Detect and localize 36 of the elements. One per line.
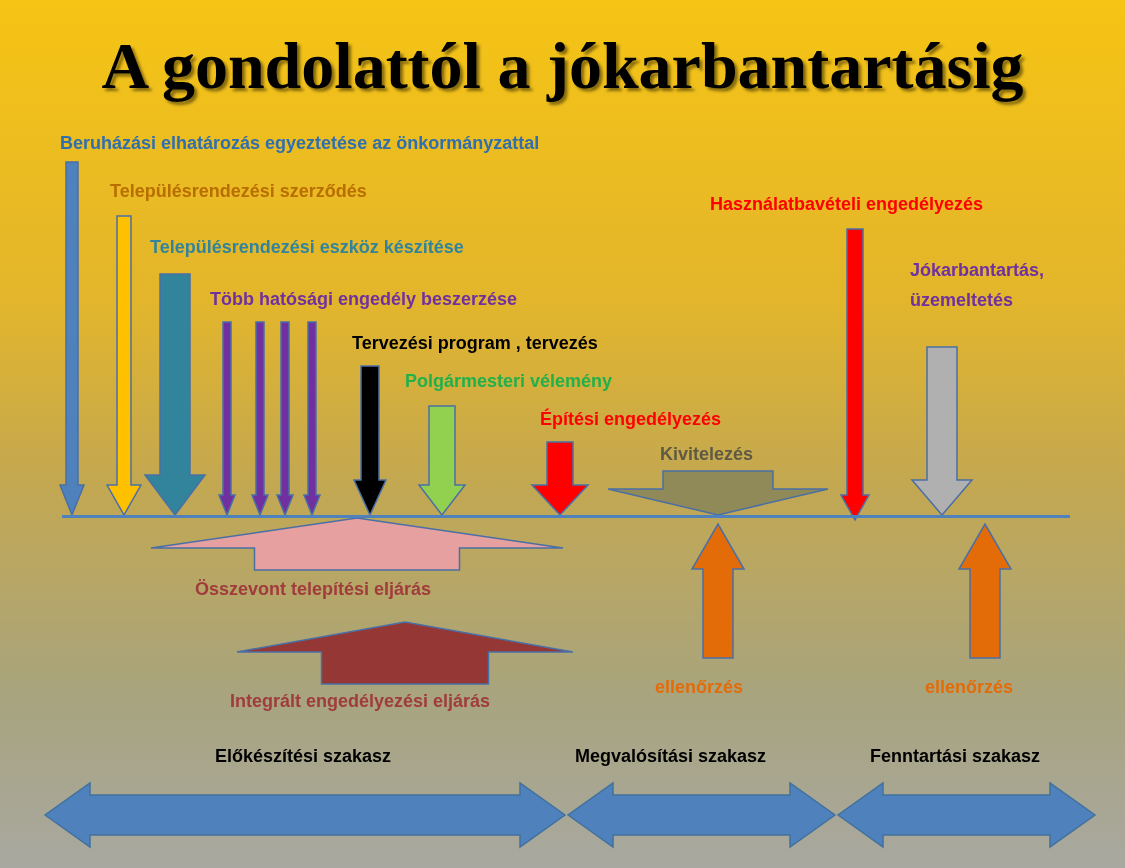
step-label: Polgármesteri vélemény	[405, 370, 613, 392]
step-label: Településrendezési szerződés	[110, 180, 367, 202]
step-label: Beruházási elhatározás egyeztetése az önkormányzattal	[60, 132, 540, 154]
block-arrow	[275, 321, 295, 517]
block-arrow	[143, 273, 207, 517]
step-label: ellenőrzés	[925, 676, 1014, 698]
block-arrow	[839, 228, 871, 522]
step-label: Jókarbantartás, üzemeltetés	[910, 255, 1060, 315]
title: A gondolattól a jókarbantartásig	[100, 28, 1025, 104]
phase-label: Előkészítési szakasz	[215, 745, 392, 767]
block-arrow	[150, 517, 564, 571]
step-label: ellenőrzés	[655, 676, 744, 698]
step-label: Építési engedélyezés	[540, 408, 722, 430]
phase-label: Fenntartási szakasz	[870, 745, 1041, 767]
step-label: Használatbavételi engedélyezés	[710, 193, 984, 215]
block-arrow	[957, 522, 1013, 659]
step-label: Összevont telepítési eljárás	[195, 578, 432, 600]
block-arrow	[910, 346, 974, 517]
block-arrow	[217, 321, 237, 517]
block-arrow	[690, 522, 746, 659]
block-arrow	[352, 365, 388, 517]
timeline-line	[62, 515, 1070, 518]
step-label: Integrált engedélyezési eljárás	[230, 690, 491, 712]
block-arrow	[105, 215, 143, 517]
step-label: Több hatósági engedély beszerzése	[210, 288, 518, 310]
block-arrow	[58, 161, 86, 517]
block-arrow	[302, 321, 322, 517]
block-arrow	[236, 621, 574, 685]
step-label: Tervezési program , tervezés	[352, 332, 598, 354]
step-label: Kivitelezés	[660, 443, 754, 465]
block-arrow	[417, 405, 467, 517]
block-arrow	[607, 470, 829, 516]
block-arrow	[250, 321, 270, 517]
step-label: Településrendezési eszköz készítése	[150, 236, 464, 258]
phase-label: Megvalósítási szakasz	[575, 745, 767, 767]
block-arrow	[530, 441, 590, 517]
